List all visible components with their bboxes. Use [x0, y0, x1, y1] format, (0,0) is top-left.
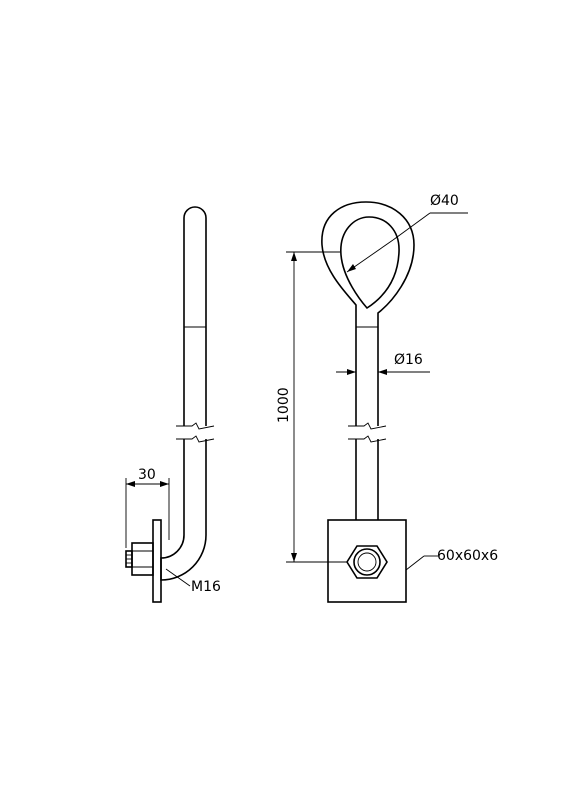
eye-diameter-label: Ø40 — [430, 193, 459, 209]
thread-label: M16 — [191, 579, 221, 595]
plate-label: 60x60x6 — [437, 548, 498, 564]
side-break-symbol — [176, 422, 215, 443]
side-washer-plate — [152, 519, 162, 603]
side-rod-outline — [160, 206, 207, 581]
plate-leader: 60x60x6 — [405, 548, 498, 571]
rod-diameter-label: Ø16 — [394, 352, 423, 368]
height-dimension: 1000 — [276, 251, 347, 563]
offset-dimension-label: 30 — [138, 467, 156, 483]
eye-outer-outline — [321, 201, 415, 320]
thread-leader: M16 — [165, 568, 221, 595]
base-plate — [327, 519, 407, 603]
eye-inner-outline — [340, 216, 400, 310]
side-thread-stub — [125, 550, 133, 568]
front-hex-nut — [346, 545, 388, 579]
eye-diameter-leader: Ø40 — [346, 193, 468, 273]
offset-dimension: 30 — [125, 467, 170, 548]
side-view: 30 M16 — [125, 206, 221, 603]
height-dimension-label: 1000 — [276, 387, 292, 423]
rod-diameter-leader: Ø16 — [336, 352, 430, 375]
side-nut — [131, 542, 154, 576]
front-view: 1000 Ø40 Ø16 60x60x6 — [276, 193, 498, 603]
front-break-symbol — [348, 422, 387, 443]
